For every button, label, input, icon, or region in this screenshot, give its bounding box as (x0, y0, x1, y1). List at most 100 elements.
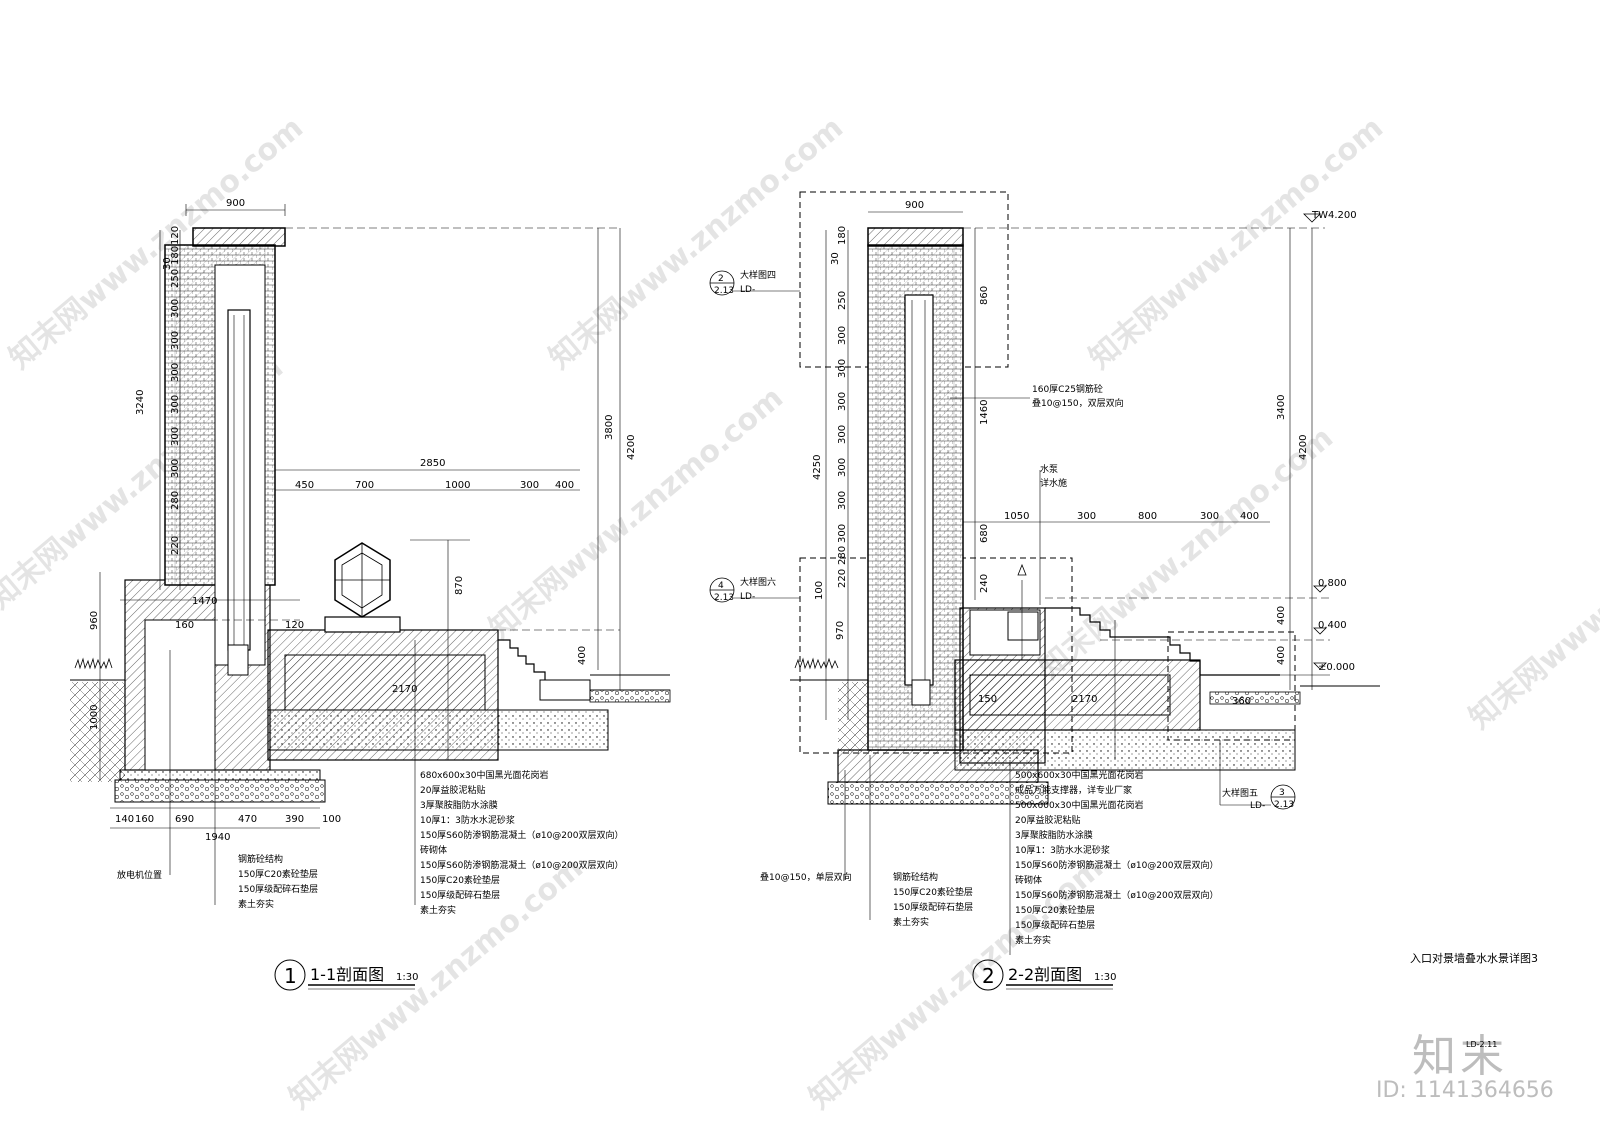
dim-left-seg: 220 (837, 569, 848, 588)
section-1-labels: 900 3240 3800 4200 2850 450 700 1000 300… (89, 198, 637, 916)
note-right: 素土夯实 (1015, 934, 1051, 946)
dim-left-seg: 180 (170, 246, 181, 265)
detail4-sheet: 2.13 (714, 286, 734, 296)
dim-3800: 3800 (604, 415, 615, 440)
detail4-ref: LD- (740, 285, 755, 295)
dim-height: 400 (1276, 646, 1287, 665)
span-part: 1000 (445, 480, 470, 491)
dim-span-total: 2850 (420, 458, 445, 469)
section-1-drawing (70, 204, 671, 905)
level: 0.400 (1318, 620, 1347, 631)
level: 0.800 (1318, 578, 1347, 589)
dim-left-seg: 300 (170, 427, 181, 446)
pump-label: 水泵 (1040, 463, 1058, 475)
watermark-text: 知末网www.znzmo.com (1033, 420, 1340, 686)
dim-left-seg: 300 (170, 299, 181, 318)
detail4-num: 2 (718, 274, 724, 284)
motor-label: 放电机位置 (117, 869, 162, 881)
note-left: 150厚C20素砼垫层 (893, 886, 973, 898)
dim-height: 400 (1276, 606, 1287, 625)
dim-mid: 2170 (392, 684, 417, 695)
note-left: 素土夯实 (893, 916, 929, 928)
rebar-single: 叠10@150，单层双向 (760, 871, 852, 883)
section-scale: 1:30 (1094, 972, 1116, 983)
level-tw: TW4.200 (1311, 210, 1357, 221)
dim-left-seg: 300 (837, 491, 848, 510)
section-2-labels: 900 TW4.200 0.800 0.400 ±0.000 4250 970 … (714, 200, 1357, 946)
dim-left-seg: 280 (837, 546, 848, 565)
span-part: 300 (520, 480, 539, 491)
dim-left-seg: 30 (162, 257, 173, 270)
note-left: 钢筋砼结构 (893, 871, 938, 883)
base-dim: 2170 (1072, 694, 1097, 705)
detail5-label: 大样图五 (1222, 787, 1258, 799)
dim-mid: 120 (285, 620, 304, 631)
level: ±0.000 (1318, 662, 1355, 673)
dim-lamp-height: 870 (454, 576, 465, 595)
dim-4200: 4200 (626, 435, 637, 460)
span-part: 800 (1138, 511, 1157, 522)
dim-left-seg: 280 (170, 491, 181, 510)
dim-left-seg: 300 (170, 395, 181, 414)
dim-height: 860 (979, 286, 990, 305)
detail6-ref: LD- (740, 592, 755, 602)
note-right: 10厚1：3防水水泥砂浆 (420, 814, 515, 826)
note-right: 150厚级配碎石垫层 (420, 889, 500, 901)
dim-left-seg: 300 (837, 524, 848, 543)
dim-height: 3400 (1276, 395, 1287, 420)
note-right: 680x600x30中国黑光面花岗岩 (420, 769, 548, 781)
dim-bottom: 390 (285, 814, 304, 825)
dim-left-seg: 220 (170, 536, 181, 555)
note-right: 150厚S60防渗钢筋混凝土（ø10@200双层双向） (1015, 889, 1218, 901)
dim-left-seg: 300 (170, 363, 181, 382)
dim-bottom: 470 (238, 814, 257, 825)
dim-height: 240 (979, 574, 990, 593)
dim-left-seg: 250 (170, 269, 181, 288)
dim-height-total: 3240 (135, 390, 146, 415)
dim-height: 4250 (812, 455, 823, 480)
note-left: 150厚级配碎石垫层 (893, 901, 973, 913)
dim-bottom-total: 1940 (205, 832, 230, 843)
note-left: 素土夯实 (238, 898, 274, 910)
dim-bottom: 160 (135, 814, 154, 825)
dim-left-seg: 100 (814, 581, 825, 600)
drawing-caption: 入口对景墙叠水水景详图3 (1410, 952, 1538, 965)
dim-mid: 400 (577, 646, 588, 665)
image-id: ID: 1141364656 (1376, 1078, 1554, 1103)
dim-left-seg: 300 (170, 331, 181, 350)
section-2-drawing (709, 191, 1380, 955)
note-right: 3厚聚胺脂防水涂膜 (1015, 829, 1093, 841)
note-right: 150厚S60防渗钢筋混凝土（ø10@200双层双向） (420, 829, 623, 841)
note-right: 素土夯实 (420, 904, 456, 916)
dim-left-seg: 300 (837, 326, 848, 345)
base-dim: 360 (1232, 696, 1251, 707)
dim-height: 970 (835, 621, 846, 640)
watermark-text: 知末网www.znzmo.com (543, 110, 850, 376)
rebar-note: 160厚C25钢筋砼 (1032, 383, 1103, 395)
note-right: 150厚S60防渗钢筋混凝土（ø10@200双层双向） (1015, 859, 1218, 871)
dim-left-seg: 250 (837, 291, 848, 310)
note-left: 钢筋砼结构 (238, 853, 283, 865)
note-right: 砖砌体 (1015, 874, 1042, 886)
note-left: 150厚C20素砼垫层 (238, 868, 318, 880)
note-right: 3厚聚胺脂防水涂膜 (420, 799, 498, 811)
dim-height: 4200 (1298, 435, 1309, 460)
watermark-text: 知末网www.znzmo.com (1083, 110, 1390, 376)
wall-cap (192, 227, 286, 247)
span-part: 1050 (1004, 511, 1029, 522)
section-number: 2 (982, 964, 995, 988)
span-part: 300 (1200, 511, 1219, 522)
note-right: 成品万能支撑器，详专业厂家 (1015, 784, 1132, 796)
foundation-gravel (114, 779, 326, 803)
detail4-label: 大样图四 (740, 269, 776, 281)
dim-bottom: 690 (175, 814, 194, 825)
note-right: 20厚益胶泥粘贴 (1015, 814, 1080, 826)
earth-hatch (70, 682, 125, 782)
note-right: 150厚C20素砼垫层 (420, 874, 500, 886)
dim-left: 1000 (89, 705, 100, 730)
span-part: 300 (1077, 511, 1096, 522)
detail5-sheet: 2.13 (1274, 800, 1294, 810)
dim-left-seg: 300 (837, 425, 848, 444)
section-number-circle (274, 959, 306, 991)
